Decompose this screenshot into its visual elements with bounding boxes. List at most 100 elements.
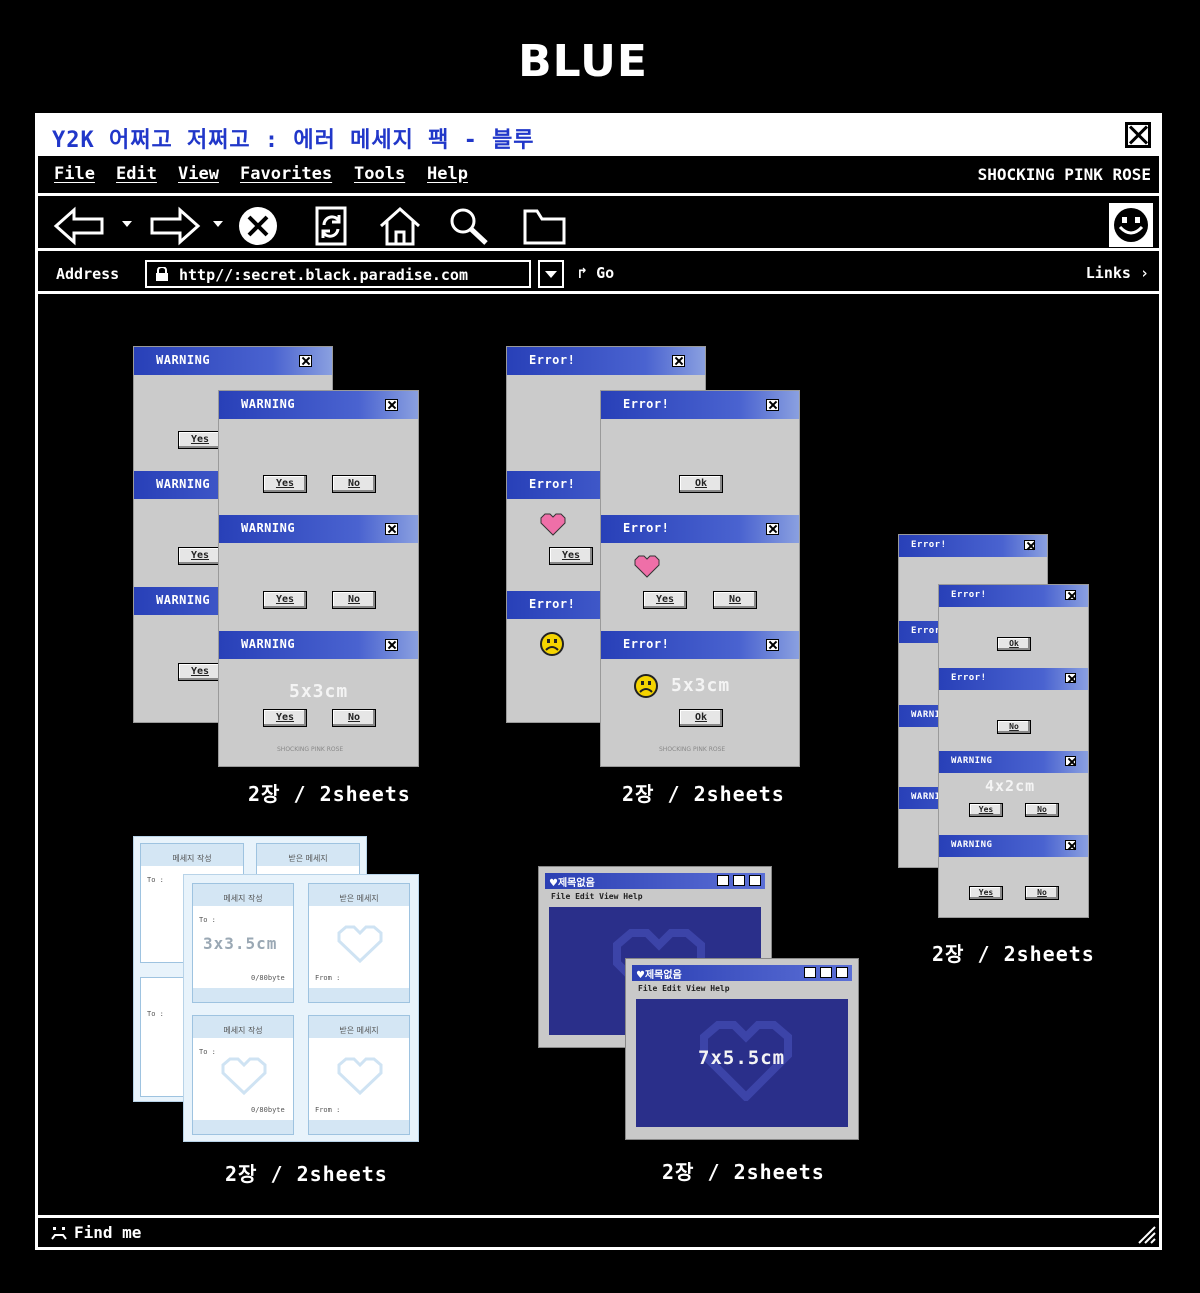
notepad-header: ♥제목없음 [632, 965, 852, 981]
back-arrow-icon[interactable] [52, 205, 108, 247]
notepad-title: ♥제목없음 [549, 878, 595, 889]
heart-icon [540, 513, 566, 536]
memo-to-label: To : [147, 1010, 164, 1018]
dialog-title: WARNING [156, 477, 211, 491]
dialog-title: Error! [623, 521, 670, 535]
size-label: 5x3cm [671, 675, 731, 696]
resize-grip-icon[interactable] [1135, 1223, 1157, 1245]
dialog-header: WARNING [939, 835, 1088, 857]
refresh-icon[interactable] [312, 205, 352, 247]
sheet-footer: SHOCKING PINK ROSE [659, 746, 726, 753]
menu-edit[interactable]: Edit [116, 164, 157, 184]
error-sheet-front: Error! Ok Error! Yes No Error! 5x3cm Ok … [600, 390, 800, 767]
dialog-title: WARNING [951, 840, 993, 850]
dialog-header: WARNING [134, 347, 332, 375]
forward-dropdown-icon[interactable] [213, 221, 223, 227]
back-dropdown-icon[interactable] [122, 221, 132, 227]
page-title: BLUE [518, 36, 648, 87]
maximize-icon [733, 875, 745, 886]
search-icon[interactable] [446, 205, 490, 247]
notepad-title: ♥제목없음 [636, 970, 682, 981]
dialog-title: WARNING [241, 521, 296, 535]
menu-view[interactable]: View [178, 164, 219, 184]
dialog-header: WARNING [219, 515, 418, 543]
folder-icon[interactable] [522, 205, 568, 247]
maximize-icon [820, 967, 832, 978]
links-button[interactable]: Links › [1086, 264, 1149, 282]
stop-icon[interactable] [236, 205, 280, 247]
close-icon [836, 967, 848, 978]
memo-panel-header: 메세지 작성 [193, 884, 293, 906]
dialog-header: WARNING [219, 631, 418, 659]
links-label: Links [1085, 264, 1131, 282]
dialog-header: Error! [601, 631, 799, 659]
memo-panel-footer [309, 988, 409, 1002]
dialog-header: Error! [601, 515, 799, 543]
notepad-caption: 2장 / 2sheets [662, 1160, 825, 1184]
close-icon [1065, 840, 1076, 850]
no-button: No [1025, 803, 1059, 817]
dialog-header: Error! [939, 585, 1088, 607]
heart-outline-icon [221, 1057, 267, 1096]
lock-icon [156, 267, 168, 281]
dialog-header: WARNING [939, 751, 1088, 773]
close-icon [1024, 540, 1035, 550]
dialog-title: WARNING [951, 756, 993, 766]
memo-to-label: To : [199, 916, 216, 924]
close-icon [385, 399, 398, 411]
address-value: http//:secret.black.paradise.com [179, 266, 468, 284]
size-label: 4x2cm [985, 777, 1036, 795]
address-dropdown-icon[interactable] [538, 260, 564, 288]
dialog-title: Error! [529, 597, 576, 611]
no-button: No [997, 720, 1031, 734]
no-button: No [332, 475, 376, 493]
menu-file[interactable]: File [54, 164, 95, 184]
go-button[interactable]: ↱ Go [578, 264, 614, 282]
memo-caption: 2장 / 2sheets [225, 1162, 388, 1186]
memo-panel-header: 메세지 작성 [193, 1016, 293, 1038]
dialog-header: WARNING [219, 391, 418, 419]
close-icon [1065, 673, 1076, 683]
dialog-header: Error! [939, 668, 1088, 690]
yes-button: Yes [643, 591, 687, 609]
dialog-title: WARNING [241, 397, 296, 411]
close-icon [766, 523, 779, 535]
dialog-title: Error! [951, 590, 987, 600]
address-bar: Address http//:secret.black.paradise.com… [38, 254, 1159, 294]
size-label: 5x3cm [289, 681, 349, 702]
minimize-icon [804, 967, 816, 978]
close-icon [299, 355, 312, 367]
dialog-header: Error! [899, 535, 1047, 557]
dialog-title: WARNING [156, 593, 211, 607]
home-icon[interactable] [378, 205, 422, 247]
menu-tools[interactable]: Tools [354, 164, 406, 184]
memo-panel-received: 받은 메세지 From : [308, 1015, 410, 1135]
close-icon[interactable] [1125, 122, 1151, 148]
go-label: Go [596, 264, 615, 282]
dialog-header: Error! [601, 391, 799, 419]
minimize-icon [717, 875, 729, 886]
close-icon [766, 639, 779, 651]
warning-caption: 2장 / 2sheets [248, 782, 411, 806]
no-button: No [332, 591, 376, 609]
memo-from-label: From : [315, 1106, 341, 1114]
menu-help[interactable]: Help [427, 164, 468, 184]
ok-button: Ok [679, 709, 723, 727]
smiley-icon[interactable] [1109, 203, 1153, 247]
dialog-title: Error! [623, 397, 670, 411]
ok-button: Ok [997, 637, 1031, 651]
title-bar: Y2K 어쩌고 저쩌고 : 에러 메세지 팩 - 블루 [38, 116, 1159, 156]
forward-arrow-icon[interactable] [146, 205, 202, 247]
status-bar: Find me [38, 1215, 1159, 1247]
address-input[interactable]: http//:secret.black.paradise.com [145, 260, 531, 288]
heart-outline-icon [337, 1057, 383, 1096]
yes-button: Yes [969, 803, 1003, 817]
dialog-title: WARNING [156, 353, 211, 367]
dialog-title: Error! [911, 626, 947, 636]
memo-panel-header: 받은 메세지 [309, 1016, 409, 1038]
memo-panel-footer [309, 1120, 409, 1134]
menu-favorites[interactable]: Favorites [240, 164, 333, 184]
dialog-title: Error! [951, 673, 987, 683]
notepad-content: 7x5.5cm [636, 999, 848, 1127]
address-label: Address [56, 265, 120, 283]
